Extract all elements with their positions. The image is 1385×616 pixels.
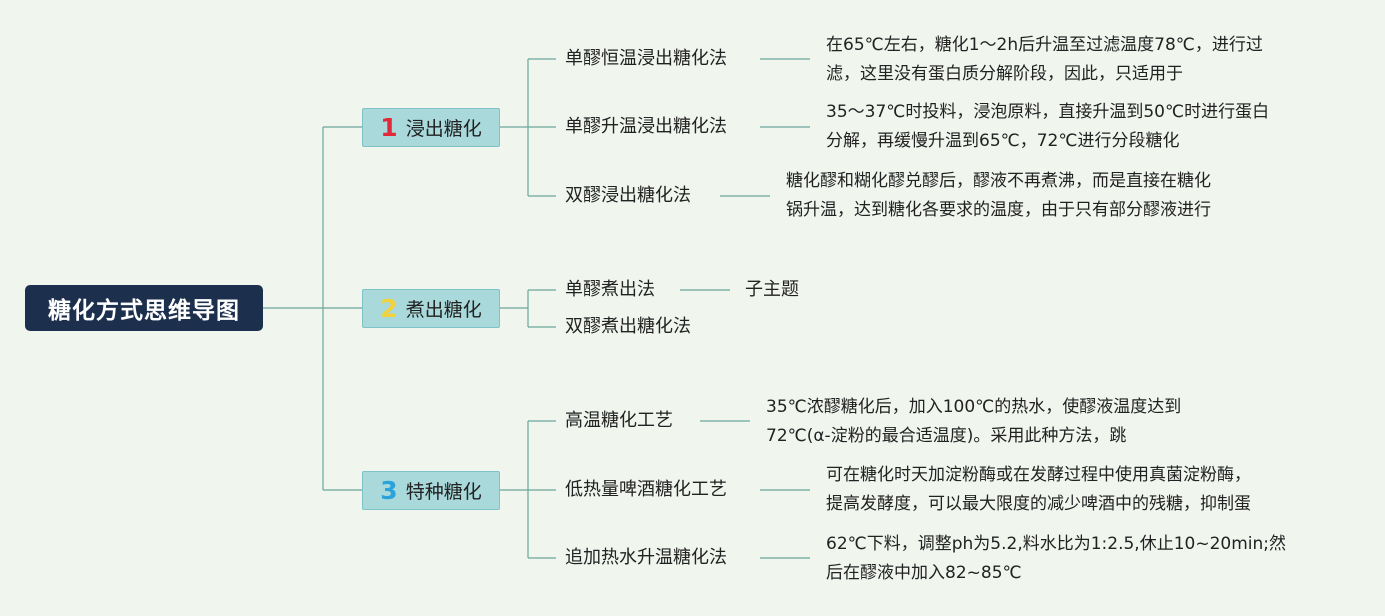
root-label: 糖化方式思维导图	[48, 298, 240, 324]
note-line: 滤，这里没有蛋白质分解阶段，因此，只适用于	[826, 64, 1183, 84]
leaf-node-1-3[interactable]: 双醪浸出糖化法	[565, 185, 691, 206]
leaf-node-3-2[interactable]: 低热量啤酒糖化工艺	[565, 479, 727, 500]
leaf-3-3-note: 62℃下料，调整ph为5.2,料水比为1:2.5,休止10~20min;然 后在…	[826, 530, 1286, 588]
branch-node-1[interactable]: 1 浸出糖化	[362, 108, 500, 147]
leaf-2-1-subtopic[interactable]: 子主题	[745, 275, 799, 304]
note-line: 后在醪液中加入82~85℃	[826, 563, 1022, 583]
leaf-node-2-1[interactable]: 单醪煮出法	[565, 279, 655, 300]
note-line: 分解，再缓慢升温到65℃，72℃进行分段糖化	[826, 131, 1180, 151]
note-line: 可在糖化时天加淀粉酶或在发酵过程中使用真菌淀粉酶，	[826, 465, 1251, 485]
branch-node-2[interactable]: 2 煮出糖化	[362, 289, 500, 328]
note-line: 在65℃左右，糖化1～2h后升温至过滤温度78℃，进行过	[826, 35, 1263, 55]
note-line: 62℃下料，调整ph为5.2,料水比为1:2.5,休止10~20min;然	[826, 534, 1287, 554]
note-line: 锅升温，达到糖化各要求的温度，由于只有部分醪液进行	[786, 200, 1211, 220]
branch-1-leaf-connectors	[528, 58, 556, 197]
branch-3-leaf-connectors	[528, 420, 556, 559]
leaf-node-1-2[interactable]: 单醪升温浸出糖化法	[565, 116, 727, 137]
leaf-1-2-note: 35～37℃时投料，浸泡原料，直接升温到50℃时进行蛋白 分解，再缓慢升温到65…	[826, 98, 1269, 156]
note-line: 72℃(α-淀粉的最合适温度)。采用此种方法，跳	[766, 426, 1127, 446]
branch-2-number: 2	[380, 294, 398, 323]
note-line: 35℃浓醪糖化后，加入100℃的热水，使醪液温度达到	[766, 397, 1182, 417]
leaf-1-1-note: 在65℃左右，糖化1～2h后升温至过滤温度78℃，进行过 滤，这里没有蛋白质分解…	[826, 31, 1263, 89]
subtopic-label: 子主题	[745, 279, 799, 300]
branch-3-number: 3	[380, 476, 398, 505]
leaf-3-1-note: 35℃浓醪糖化后，加入100℃的热水，使醪液温度达到 72℃(α-淀粉的最合适温…	[766, 393, 1181, 451]
leaf-node-1-1[interactable]: 单醪恒温浸出糖化法	[565, 48, 727, 69]
leaf-node-3-3[interactable]: 追加热水升温糖化法	[565, 547, 727, 568]
note-line: 糖化醪和糊化醪兑醪后，醪液不再煮沸，而是直接在糖化	[786, 171, 1211, 191]
leaf-1-3-note: 糖化醪和糊化醪兑醪后，醪液不再煮沸，而是直接在糖化 锅升温，达到糖化各要求的温度…	[786, 167, 1211, 225]
branch-1-label: 浸出糖化	[405, 118, 482, 140]
leaf-node-3-1[interactable]: 高温糖化工艺	[565, 410, 673, 431]
branch-node-3[interactable]: 3 特种糖化	[362, 471, 500, 510]
leaf-node-2-2[interactable]: 双醪煮出糖化法	[565, 316, 691, 337]
branch-1-number: 1	[380, 113, 398, 142]
note-line: 35～37℃时投料，浸泡原料，直接升温到50℃时进行蛋白	[826, 102, 1270, 122]
branch-2-label: 煮出糖化	[405, 299, 482, 321]
root-node[interactable]: 糖化方式思维导图	[25, 285, 263, 331]
branch-2-leaf-connectors	[528, 289, 556, 328]
note-line: 提高发酵度，可以最大限度的减少啤酒中的残糖，抑制蛋	[826, 494, 1251, 514]
branch-3-label: 特种糖化	[405, 481, 482, 503]
leaf-3-2-note: 可在糖化时天加淀粉酶或在发酵过程中使用真菌淀粉酶， 提高发酵度，可以最大限度的减…	[826, 461, 1251, 519]
